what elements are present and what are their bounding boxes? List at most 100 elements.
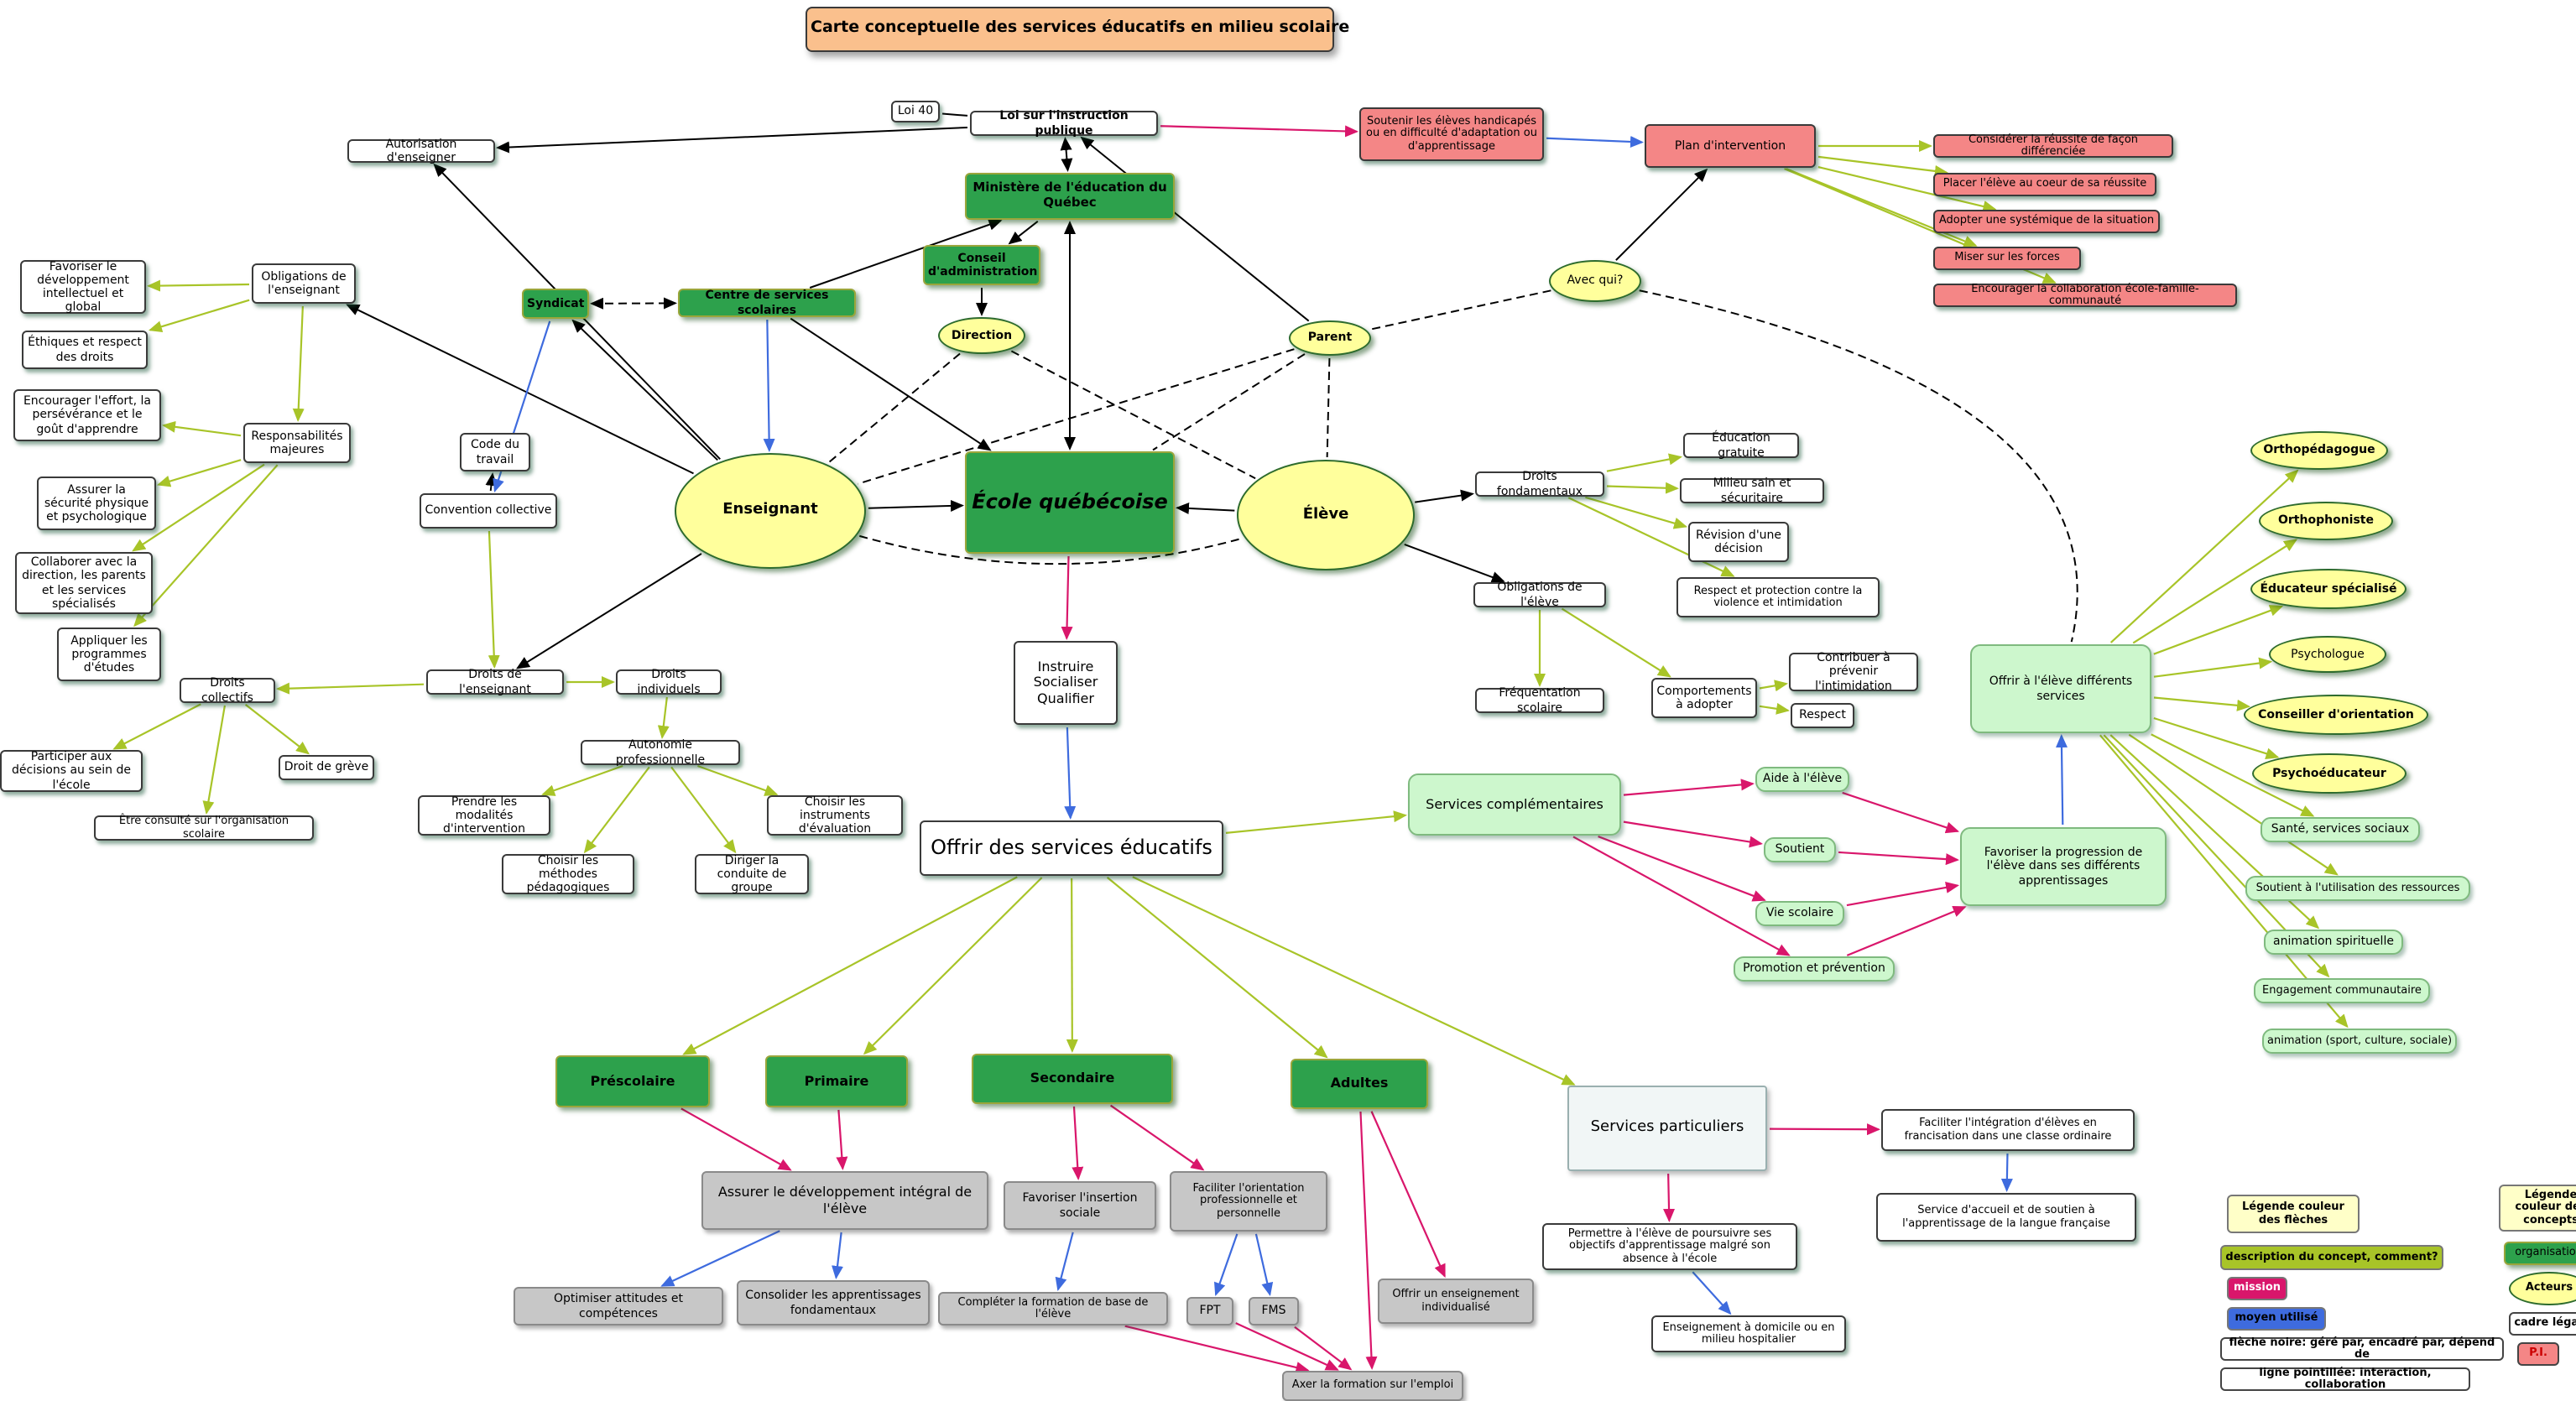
- node-appliquer_prog[interactable]: Appliquer les programmes d'études: [57, 628, 161, 681]
- node-pi5[interactable]: Encourager la collaboration école-famill…: [1933, 284, 2237, 307]
- node-code_travail[interactable]: Code du travail: [460, 433, 530, 471]
- node-convention[interactable]: Convention collective: [420, 493, 557, 529]
- node-fms[interactable]: FMS: [1249, 1297, 1299, 1325]
- node-animation_spirituelle[interactable]: animation spirituelle: [2264, 930, 2403, 955]
- node-vie_scolaire[interactable]: Vie scolaire: [1755, 901, 1844, 926]
- node-favoriser_progression[interactable]: Favoriser la progression de l'élève dans…: [1960, 827, 2167, 906]
- node-avec_qui[interactable]: Avec qui?: [1549, 260, 1641, 302]
- node-meq[interactable]: Ministère de l'éducation du Québec: [965, 173, 1175, 220]
- node-droit_greve[interactable]: Droit de grève: [279, 755, 374, 780]
- node-educ_spec[interactable]: Éducateur spécialisé: [2250, 569, 2407, 609]
- node-offrir_services_eleve[interactable]: Offrir à l'élève différents services: [1970, 644, 2151, 733]
- node-droits_ens[interactable]: Droits de l'enseignant: [426, 669, 564, 695]
- node-leg_desc[interactable]: description du concept, comment?: [2220, 1245, 2443, 1270]
- node-conseiller_orientation[interactable]: Conseiller d'orientation: [2244, 695, 2428, 735]
- node-leg_mission[interactable]: mission: [2227, 1277, 2287, 1300]
- node-prescolaire[interactable]: Préscolaire: [555, 1055, 710, 1107]
- node-psychologue[interactable]: Psychologue: [2269, 636, 2386, 673]
- node-oblig_ens[interactable]: Obligations de l'enseignant: [252, 263, 356, 304]
- node-service_accueil[interactable]: Service d'accueil et de soutien à l'appr…: [1876, 1193, 2136, 1242]
- node-title[interactable]: Carte conceptuelle des services éducatif…: [806, 7, 1334, 52]
- node-adultes[interactable]: Adultes: [1291, 1059, 1428, 1109]
- node-autorisation[interactable]: Autorisation d'enseigner: [347, 139, 495, 163]
- node-comportements[interactable]: Comportements à adopter: [1651, 678, 1757, 718]
- node-droits_coll[interactable]: Droits collectifs: [180, 678, 275, 703]
- node-pi2[interactable]: Placer l'élève au coeur de sa réussite: [1933, 173, 2156, 196]
- node-leg_concepts_title[interactable]: Légende couleur des concepts: [2499, 1185, 2576, 1232]
- node-etre_consulte[interactable]: Être consulté sur l'organisation scolair…: [94, 815, 314, 841]
- node-leg_fleches_title[interactable]: Légende couleur des flèches: [2227, 1195, 2360, 1233]
- node-fav_dev[interactable]: Favoriser le développement intellectuel …: [20, 260, 146, 314]
- node-plan_intervention[interactable]: Plan d'intervention: [1645, 124, 1816, 168]
- node-eleve[interactable]: Élève: [1237, 460, 1415, 570]
- node-fis[interactable]: Favoriser l'insertion sociale: [1004, 1181, 1156, 1230]
- node-droits_ind[interactable]: Droits individuels: [616, 669, 722, 695]
- node-sante_services[interactable]: Santé, services sociaux: [2261, 817, 2420, 842]
- node-soutient[interactable]: Soutient: [1764, 837, 1836, 862]
- node-aide_eleve[interactable]: Aide à l'élève: [1755, 767, 1849, 792]
- node-collaborer[interactable]: Collaborer avec la direction, les parent…: [15, 552, 153, 614]
- node-prendre_modalites[interactable]: Prendre les modalités d'intervention: [418, 795, 550, 836]
- node-resp_maj[interactable]: Responsabilités majeures: [243, 423, 351, 463]
- node-choisir_instruments[interactable]: Choisir les instruments d'évaluation: [767, 795, 903, 836]
- node-enseignant[interactable]: Enseignant: [675, 453, 866, 569]
- node-isq[interactable]: Instruire Socialiser Qualifier: [1014, 641, 1118, 725]
- node-leg_cadre[interactable]: cadre légal: [2509, 1312, 2576, 1336]
- node-revision[interactable]: Révision d'une décision: [1688, 522, 1789, 562]
- node-animation_sport[interactable]: animation (sport, culture, sociale): [2262, 1029, 2457, 1054]
- node-autonomie[interactable]: Autonomie professionnelle: [581, 740, 740, 765]
- node-optimiser[interactable]: Optimiser attitudes et compétences: [514, 1287, 723, 1325]
- node-contribuer[interactable]: Contribuer à prévenir l'intimidation: [1789, 653, 1918, 691]
- node-services_part[interactable]: Services particuliers: [1567, 1086, 1767, 1171]
- node-ens_domicile[interactable]: Enseignement à domicile ou en milieu hos…: [1651, 1315, 1846, 1352]
- node-soutient_ressources[interactable]: Soutient à l'utilisation des ressources: [2245, 876, 2470, 901]
- node-primaire[interactable]: Primaire: [765, 1055, 908, 1107]
- node-completer[interactable]: Compléter la formation de base de l'élèv…: [938, 1292, 1168, 1325]
- node-fpt[interactable]: FPT: [1186, 1297, 1233, 1325]
- node-secondaire[interactable]: Secondaire: [972, 1054, 1173, 1104]
- node-promo_prev[interactable]: Promotion et prévention: [1734, 956, 1895, 982]
- node-fopp[interactable]: Faciliter l'orientation professionnelle …: [1170, 1171, 1327, 1232]
- node-respect[interactable]: Respect: [1791, 703, 1854, 728]
- node-services_comp[interactable]: Services complémentaires: [1408, 773, 1621, 836]
- node-consolider[interactable]: Consolider les apprentissages fondamenta…: [737, 1280, 930, 1325]
- node-respect_protection[interactable]: Respect et protection contre la violence…: [1676, 577, 1880, 617]
- node-participer[interactable]: Participer aux décisions au sein de l'éc…: [0, 750, 143, 792]
- node-faciliter_integration[interactable]: Faciliter l'intégration d'élèves en fran…: [1881, 1109, 2135, 1151]
- node-orthophoniste[interactable]: Orthophoniste: [2259, 502, 2393, 540]
- node-pi3[interactable]: Adopter une systémique de la situation: [1933, 210, 2160, 233]
- node-pi1[interactable]: Considérer la réussite de façon différen…: [1933, 134, 2173, 158]
- node-syndicat[interactable]: Syndicat: [522, 289, 589, 319]
- node-oei[interactable]: Offrir un enseignement individualisé: [1378, 1279, 1534, 1324]
- node-loi40[interactable]: Loi 40: [891, 101, 940, 122]
- node-diriger_conduite[interactable]: Diriger la conduite de groupe: [695, 854, 809, 894]
- node-parent[interactable]: Parent: [1289, 320, 1371, 356]
- node-milieu_sain[interactable]: Milieu sain et sécuritaire: [1680, 478, 1824, 503]
- node-leg_pointillee[interactable]: ligne pointillée: interaction, collabora…: [2220, 1367, 2470, 1391]
- node-permettre[interactable]: Permettre à l'élève de poursuivre ses ob…: [1542, 1223, 1797, 1270]
- node-freq_scolaire[interactable]: Fréquentation scolaire: [1475, 688, 1604, 713]
- node-adie[interactable]: Assurer le développement intégral de l'é…: [701, 1171, 988, 1230]
- node-assurer_secu[interactable]: Assurer la sécurité physique et psycholo…: [37, 477, 156, 530]
- node-conseil_admin[interactable]: Conseil d'administration: [923, 245, 1040, 285]
- node-choisir_methodes[interactable]: Choisir les méthodes pédagogiques: [502, 854, 634, 894]
- node-soutenir_eleves[interactable]: Soutenir les élèves handicapés ou en dif…: [1359, 107, 1544, 161]
- node-ecole[interactable]: École québécoise: [965, 451, 1175, 554]
- node-oblig_eleve[interactable]: Obligations de l'élève: [1473, 582, 1606, 607]
- node-psychoeducateur[interactable]: Psychoéducateur: [2252, 753, 2407, 794]
- node-direction[interactable]: Direction: [938, 317, 1025, 354]
- node-css[interactable]: Centre de services scolaires: [678, 289, 856, 317]
- node-leg_noire[interactable]: flèche noire: géré par, encadré par, dép…: [2220, 1337, 2504, 1361]
- node-axer[interactable]: Axer la formation sur l'emploi: [1282, 1371, 1463, 1401]
- node-educ_gratuite[interactable]: Éducation gratuite: [1683, 433, 1799, 458]
- node-lip[interactable]: Loi sur l'instruction publique: [970, 111, 1158, 136]
- node-orthopedagogue[interactable]: Orthopédagogue: [2250, 431, 2388, 470]
- node-engagement_comm[interactable]: Engagement communautaire: [2254, 978, 2430, 1003]
- node-ose[interactable]: Offrir des services éducatifs: [920, 820, 1223, 876]
- node-droits_fond[interactable]: Droits fondamentaux: [1475, 471, 1604, 497]
- node-ethiques[interactable]: Éthiques et respect des droits: [22, 331, 148, 369]
- node-leg_moyen[interactable]: moyen utilisé: [2227, 1307, 2326, 1331]
- node-encourager_effort[interactable]: Encourager l'effort, la persévérance et …: [13, 389, 161, 441]
- node-leg_pi[interactable]: P.I.: [2517, 1342, 2559, 1366]
